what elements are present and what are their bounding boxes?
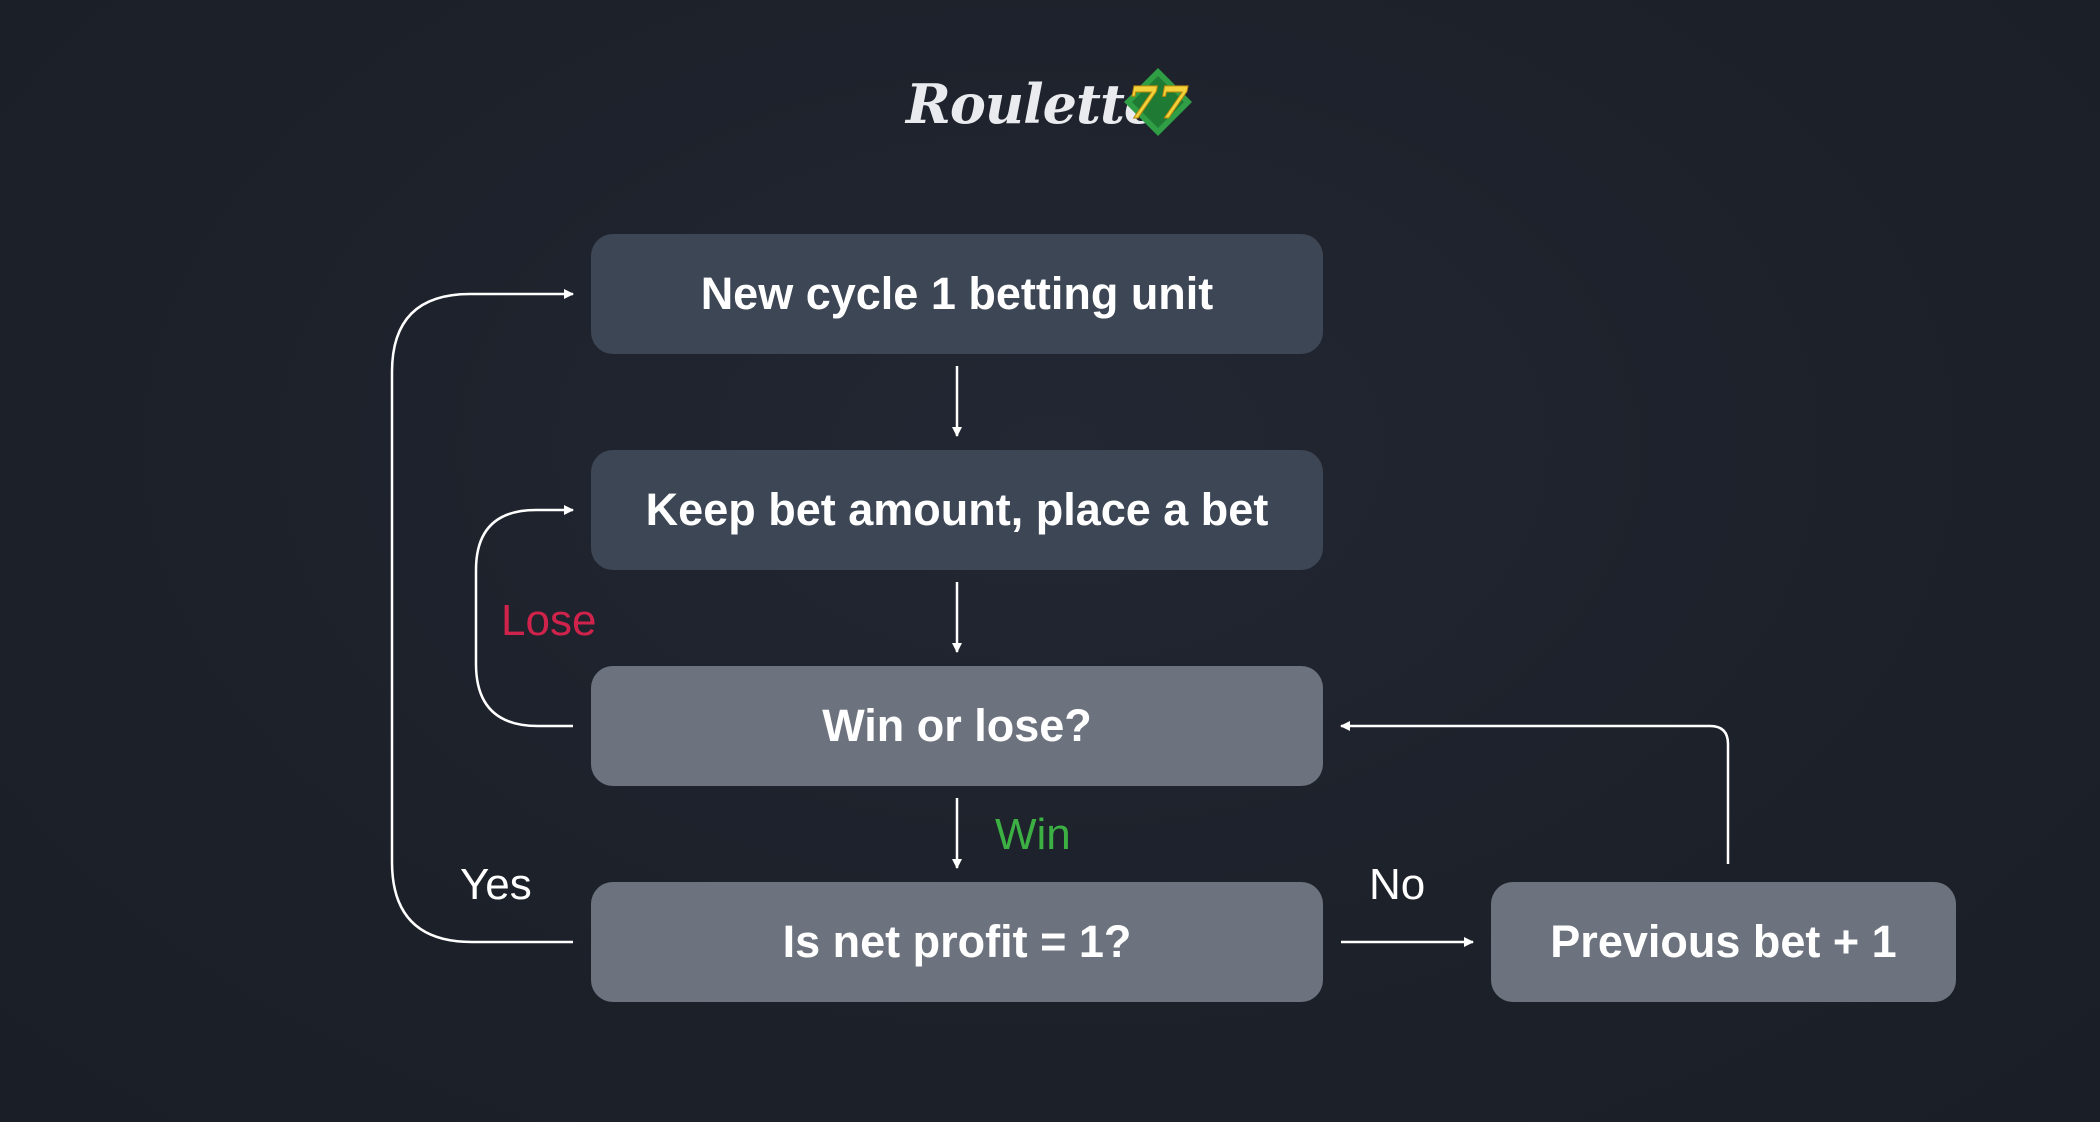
arrow-lose-loop [474,505,574,728]
node-new-cycle: New cycle 1 betting unit [591,234,1323,354]
roulette77-logo: Roulette 77 [900,66,1200,146]
logo-wordmark: Roulette [906,72,1158,136]
node-previous-bet: Previous bet + 1 [1491,882,1956,1002]
arrow-previous-bet-to-win-lose [1340,721,1730,864]
logo-77-badge-icon: 77 [1124,68,1192,136]
node-net-profit: Is net profit = 1? [591,882,1323,1002]
arrow-yes-loop [390,289,574,944]
node-keep-bet: Keep bet amount, place a bet [591,450,1323,570]
edge-label-yes: Yes [460,860,532,909]
edge-label-no: No [1369,860,1426,909]
logo-badge-text: 77 [1127,78,1189,129]
node-win-or-lose: Win or lose? [591,666,1323,786]
edge-label-win: Win [995,810,1071,859]
edge-label-lose: Lose [501,596,597,645]
